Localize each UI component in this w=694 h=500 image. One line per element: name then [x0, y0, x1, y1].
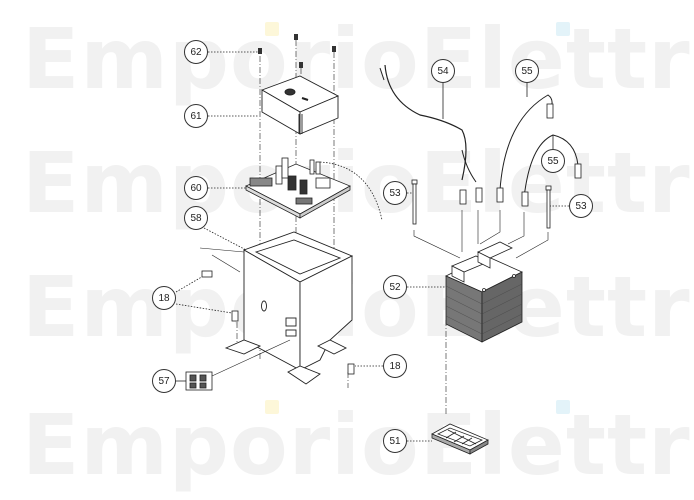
callout-52: 52 [383, 275, 407, 299]
callout-53-right: 53 [569, 194, 593, 218]
callout-55-lower: 55 [541, 149, 565, 173]
support-plate [431, 423, 489, 455]
base-bracket [224, 231, 354, 385]
callout-55-top: 55 [515, 59, 539, 83]
watermark-accent-blue [556, 22, 570, 36]
leader-lines [175, 51, 569, 442]
transformer [445, 241, 523, 343]
watermark-accent-yellow [265, 400, 279, 414]
callout-60: 60 [184, 176, 208, 200]
callout-57: 57 [152, 369, 176, 393]
callout-18-left: 18 [152, 286, 176, 310]
screws-18 [201, 270, 355, 375]
callout-53-left: 53 [383, 181, 407, 205]
watermark-accent-yellow [265, 22, 279, 36]
watermark-accent-blue [556, 400, 570, 414]
control-board [245, 157, 351, 219]
box-cover [260, 75, 340, 135]
callout-51: 51 [383, 429, 407, 453]
callout-61: 61 [184, 104, 208, 128]
bolts-53 [411, 179, 552, 229]
terminal-block [185, 371, 213, 391]
callout-58: 58 [184, 206, 208, 230]
callout-62: 62 [184, 40, 208, 64]
callout-54: 54 [431, 59, 455, 83]
screws-62 [258, 34, 336, 68]
callout-18-right: 18 [383, 354, 407, 378]
